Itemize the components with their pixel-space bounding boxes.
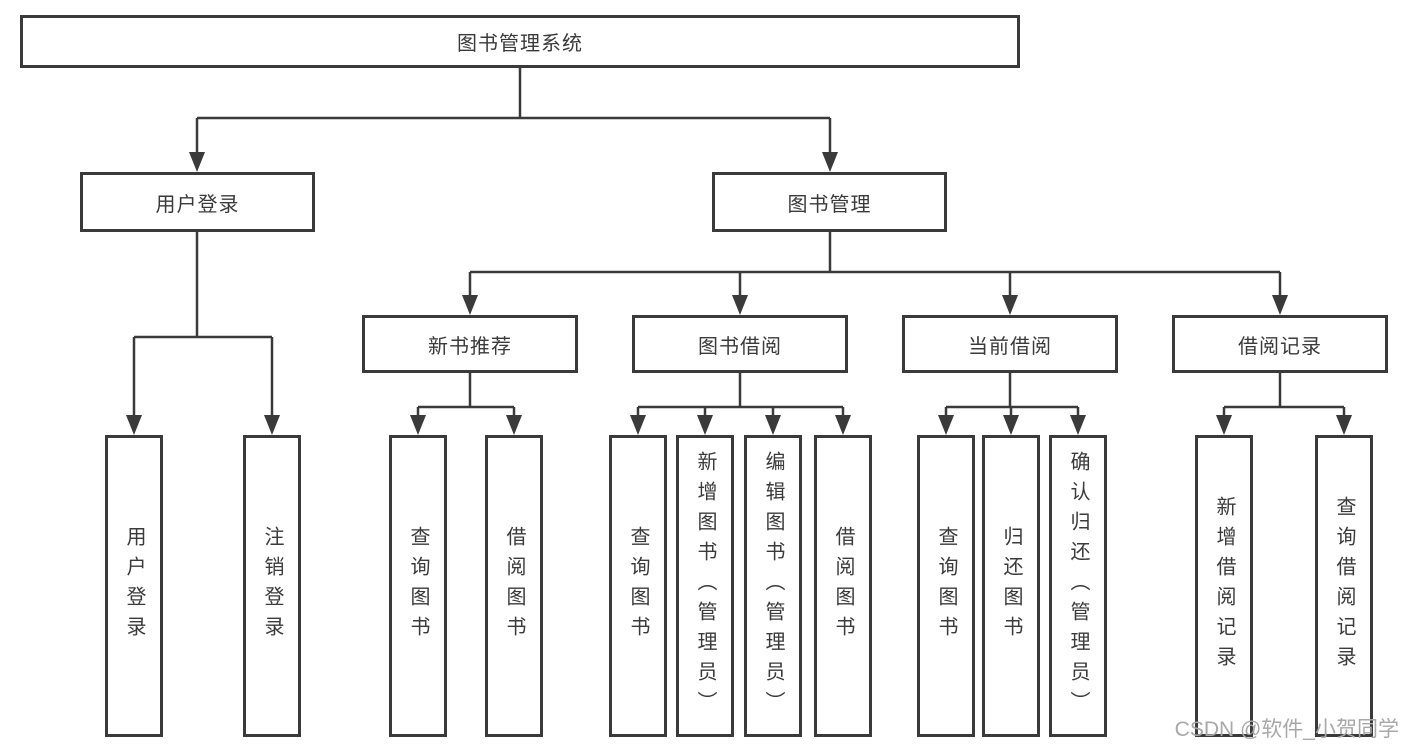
arrowhead <box>732 295 748 315</box>
node-borrow-records: 借阅记录 <box>1172 315 1388 373</box>
arrowhead <box>410 415 426 435</box>
arrowhead <box>1002 295 1018 315</box>
arrowhead <box>1070 415 1086 435</box>
node-leaf-nb-borrow-books: 借阅图书 <box>485 435 543 737</box>
node-leaf-br-query-record: 查询借阅记录 <box>1315 435 1373 737</box>
node-root: 图书管理系统 <box>20 15 1020 68</box>
node-leaf-br-add-record: 新增借阅记录 <box>1195 435 1253 737</box>
edge-book-borrowing-to-leaves <box>636 373 845 417</box>
csdn-watermark: CSDN @软件_小贺同学 <box>1174 718 1399 741</box>
node-leaf-bb-add-books: 新增图书（管理员） <box>676 435 734 737</box>
node-current-borrowing-label: 当前借阅 <box>968 335 1052 358</box>
node-leaf-nb-query-books: 查询图书 <box>389 435 447 737</box>
node-leaf-bb-borrow-books-label: 借阅图书 <box>832 526 854 646</box>
arrowhead <box>506 415 522 435</box>
node-leaf-bb-query-books: 查询图书 <box>609 435 667 737</box>
node-book-borrowing: 图书借阅 <box>632 315 848 373</box>
arrowhead <box>1272 295 1288 315</box>
arrowhead <box>1003 415 1019 435</box>
node-leaf-cb-return-books-label: 归还图书 <box>1000 526 1022 646</box>
arrowhead <box>462 295 478 315</box>
node-user-login-group: 用户登录 <box>80 172 315 232</box>
node-leaf-nb-borrow-books-label: 借阅图书 <box>503 526 525 646</box>
node-leaf-cb-confirm-return: 确认归还（管理员） <box>1049 435 1107 737</box>
node-leaf-bb-edit-books: 编辑图书（管理员） <box>744 435 802 737</box>
node-book-management-label: 图书管理 <box>787 193 872 216</box>
node-leaf-nb-query-books-label: 查询图书 <box>407 526 429 646</box>
node-leaf-cb-return-books: 归还图书 <box>982 435 1040 737</box>
node-book-management: 图书管理 <box>712 172 947 232</box>
edge-book-management-to-level3 <box>468 232 1282 297</box>
arrowhead <box>630 415 646 435</box>
node-leaf-bb-query-books-label: 查询图书 <box>627 526 649 646</box>
arrowhead <box>1336 415 1352 435</box>
node-leaf-cb-confirm-return-label: 确认归还（管理员） <box>1067 451 1089 721</box>
node-leaf-logout-label: 注销登录 <box>261 526 283 646</box>
arrowhead <box>938 415 954 435</box>
arrowhead <box>126 415 142 435</box>
node-leaf-cb-query-books-label: 查询图书 <box>935 526 957 646</box>
node-book-borrowing-label: 图书借阅 <box>698 335 782 358</box>
edge-current-borrowing-to-leaves <box>944 373 1080 417</box>
node-new-book-recommend-label: 新书推荐 <box>428 335 512 358</box>
node-leaf-user-login: 用户登录 <box>105 435 163 737</box>
edge-root-to-level2 <box>195 68 832 154</box>
node-leaf-bb-edit-books-label: 编辑图书（管理员） <box>762 451 784 721</box>
node-current-borrowing: 当前借阅 <box>902 315 1118 373</box>
arrowhead <box>765 415 781 435</box>
node-leaf-br-add-record-label: 新增借阅记录 <box>1213 496 1235 676</box>
node-leaf-br-query-record-label: 查询借阅记录 <box>1333 496 1355 676</box>
node-leaf-user-login-label: 用户登录 <box>123 526 145 646</box>
node-borrow-records-label: 借阅记录 <box>1238 335 1322 358</box>
node-leaf-bb-borrow-books: 借阅图书 <box>814 435 872 737</box>
arrowhead <box>822 152 838 172</box>
edge-new-book-to-leaves <box>416 373 516 417</box>
arrowhead <box>697 415 713 435</box>
node-leaf-cb-query-books: 查询图书 <box>917 435 975 737</box>
arrowhead <box>189 152 205 172</box>
node-leaf-bb-add-books-label: 新增图书（管理员） <box>694 451 716 721</box>
edge-user-login-to-leaves <box>132 232 274 417</box>
arrowhead <box>835 415 851 435</box>
node-new-book-recommend: 新书推荐 <box>362 315 578 373</box>
arrowhead <box>1216 415 1232 435</box>
node-root-label: 图书管理系统 <box>457 33 583 55</box>
arrowhead <box>264 415 280 435</box>
node-leaf-logout: 注销登录 <box>243 435 301 737</box>
edge-borrow-records-to-leaves <box>1222 373 1346 417</box>
node-user-login-group-label: 用户登录 <box>155 193 240 216</box>
